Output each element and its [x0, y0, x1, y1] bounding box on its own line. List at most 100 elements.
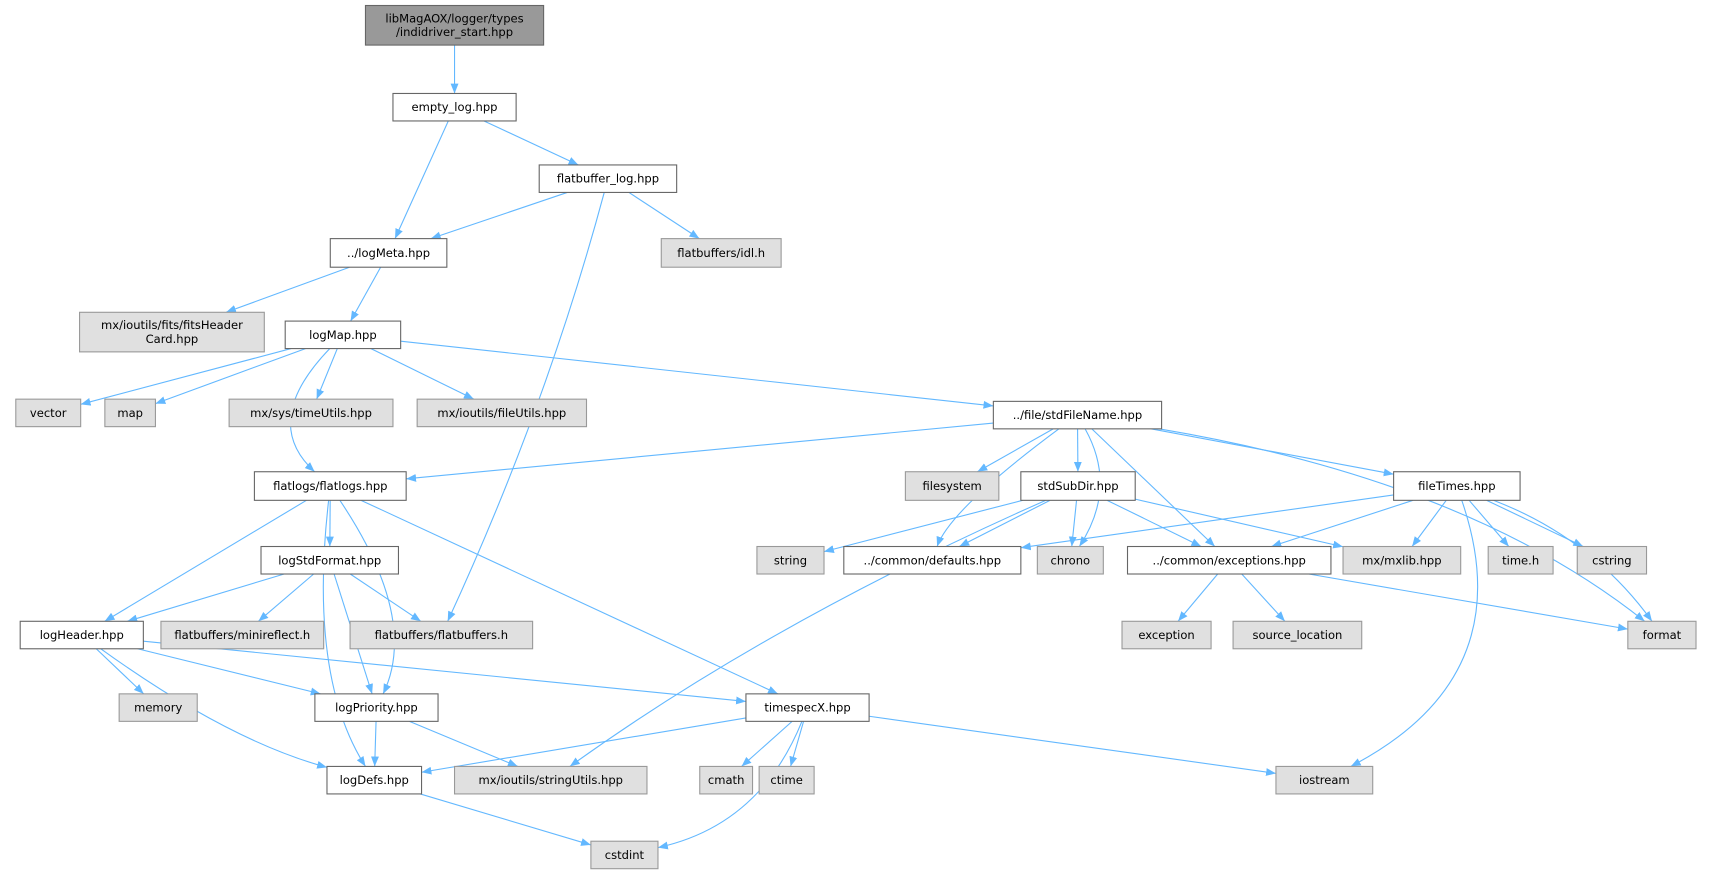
- edge-timespecX-to-iostream: [869, 715, 1277, 776]
- node-box: [1342, 545, 1462, 575]
- node-box: [660, 238, 782, 268]
- edge-fileTimes-to-mxlib: [1411, 500, 1447, 547]
- node-label: /indidriver_start.hpp: [396, 25, 513, 39]
- node-box: [1126, 545, 1332, 575]
- edge-fileTimes-to-exceptions: [1271, 499, 1414, 548]
- node-stdFileName[interactable]: ../file/stdFileName.hpp: [992, 400, 1163, 430]
- edge-fileTimes-to-defaults: [1020, 494, 1394, 551]
- node-chrono: chrono: [1036, 545, 1104, 575]
- edge-flatbuffer_log-to-idl: [628, 191, 700, 240]
- edge-empty_log-to-logMeta: [394, 120, 449, 239]
- node-label: timespecX.hpp: [764, 701, 850, 715]
- edge-logDefs-to-cstdint: [420, 793, 592, 846]
- node-box: [1627, 620, 1697, 650]
- node-filesystem: filesystem: [904, 471, 1000, 501]
- node-memory: memory: [118, 693, 198, 722]
- node-label: libMagAOX/logger/types: [385, 11, 523, 25]
- node-timeUtils: mx/sys/timeUtils.hpp: [228, 398, 394, 428]
- node-label: logHeader.hpp: [40, 628, 124, 642]
- node-exceptions[interactable]: ../common/exceptions.hpp: [1126, 545, 1332, 575]
- node-root[interactable]: libMagAOX/logger/types/indidriver_start.…: [364, 4, 545, 46]
- node-label: exception: [1138, 628, 1194, 642]
- node-flatbuffer_log[interactable]: flatbuffer_log.hpp: [538, 164, 678, 193]
- node-label: mx/mxlib.hpp: [1362, 553, 1441, 567]
- node-label: logPriority.hpp: [335, 701, 418, 715]
- edge-logPriority-to-logDefs: [371, 721, 379, 767]
- edge-logHeader-to-logDefs: [100, 648, 328, 769]
- node-stdSubDir[interactable]: stdSubDir.hpp: [1020, 471, 1136, 501]
- node-box: [756, 545, 825, 575]
- node-idl: flatbuffers/idl.h: [660, 238, 782, 268]
- node-box: [79, 311, 265, 353]
- node-label: ../file/stdFileName.hpp: [1013, 408, 1142, 422]
- node-box: [284, 320, 402, 350]
- node-logDefs[interactable]: logDefs.hpp: [326, 765, 423, 795]
- node-label: flatlogs/flatlogs.hpp: [273, 479, 387, 493]
- node-label: chrono: [1051, 553, 1091, 567]
- edge-stdSubDir-to-chrono: [1068, 500, 1078, 547]
- node-label: time.h: [1502, 553, 1539, 567]
- node-label: string: [774, 553, 807, 567]
- edge-stdSubDir-to-exceptions: [1106, 499, 1202, 548]
- node-box: [253, 471, 407, 501]
- edge-fileTimes-to-cstring: [1486, 499, 1584, 548]
- edge-stdFileName-to-exceptions: [1091, 428, 1216, 547]
- node-box: [992, 400, 1163, 430]
- node-label: empty_log.hpp: [412, 100, 498, 114]
- edge-logPriority-to-stringUtils: [409, 720, 518, 767]
- node-logMeta[interactable]: ../logMeta.hpp: [329, 238, 448, 268]
- node-logPriority[interactable]: logPriority.hpp: [314, 693, 439, 722]
- edge-flatlogs-to-timespecX: [360, 499, 779, 695]
- node-box: [699, 765, 754, 795]
- node-box: [349, 620, 534, 650]
- node-box: [314, 693, 439, 722]
- node-label: memory: [134, 701, 182, 715]
- edge-stdSubDir-to-mxlib: [1135, 498, 1344, 549]
- node-source_location: source_location: [1232, 620, 1363, 650]
- node-string: string: [756, 545, 825, 575]
- node-box: [1275, 765, 1374, 795]
- node-box: [1020, 471, 1136, 501]
- node-box: [758, 765, 815, 795]
- node-label: cmath: [708, 773, 744, 787]
- edge-timespecX-to-cstdint: [657, 721, 803, 850]
- node-logMap[interactable]: logMap.hpp: [284, 320, 402, 350]
- edge-logHeader-to-memory: [95, 648, 145, 695]
- node-label: iostream: [1299, 773, 1350, 787]
- node-logStdFormat[interactable]: logStdFormat.hpp: [260, 545, 400, 575]
- edge-exceptions-to-source_location: [1241, 573, 1286, 622]
- node-ctime: ctime: [758, 765, 815, 795]
- edge-logStdFormat-to-minireflect: [258, 573, 315, 622]
- node-label: mx/ioutils/fits/fitsHeader: [101, 318, 243, 332]
- edge-flatlogs-to-logDefs: [322, 500, 366, 767]
- node-timespecX[interactable]: timespecX.hpp: [745, 693, 870, 722]
- node-empty_log[interactable]: empty_log.hpp: [392, 92, 517, 122]
- node-label: ctime: [770, 773, 802, 787]
- edge-logStdFormat-to-flatbuffers: [349, 573, 422, 622]
- node-box: [104, 398, 156, 428]
- node-iostream: iostream: [1275, 765, 1374, 795]
- node-logHeader[interactable]: logHeader.hpp: [19, 620, 144, 650]
- edge-logMap-to-timeUtils: [316, 348, 338, 400]
- edges-layer: [80, 45, 1653, 850]
- edge-timespecX-to-ctime: [789, 721, 805, 767]
- edge-timespecX-to-logDefs: [421, 717, 747, 775]
- node-box: [843, 545, 1022, 575]
- edge-logMap-to-vector: [80, 348, 292, 406]
- node-defaults[interactable]: ../common/defaults.hpp: [843, 545, 1022, 575]
- node-stringUtils: mx/ioutils/stringUtils.hpp: [453, 765, 648, 795]
- node-fileTimes[interactable]: fileTimes.hpp: [1393, 471, 1521, 501]
- edge-logMeta-to-logMap: [350, 266, 382, 322]
- node-box: [416, 398, 588, 428]
- node-box: [904, 471, 1000, 501]
- node-box: [19, 620, 144, 650]
- edge-stdFileName-to-flatlogs: [406, 422, 994, 482]
- edge-logHeader-to-timespecX: [143, 640, 746, 705]
- node-label: logDefs.hpp: [340, 773, 409, 787]
- node-label: mx/sys/timeUtils.hpp: [250, 406, 372, 420]
- node-box: [392, 92, 517, 122]
- node-box: [1576, 545, 1648, 575]
- node-box: [329, 238, 448, 268]
- node-box: [1393, 471, 1521, 501]
- node-flatlogs[interactable]: flatlogs/flatlogs.hpp: [253, 471, 407, 501]
